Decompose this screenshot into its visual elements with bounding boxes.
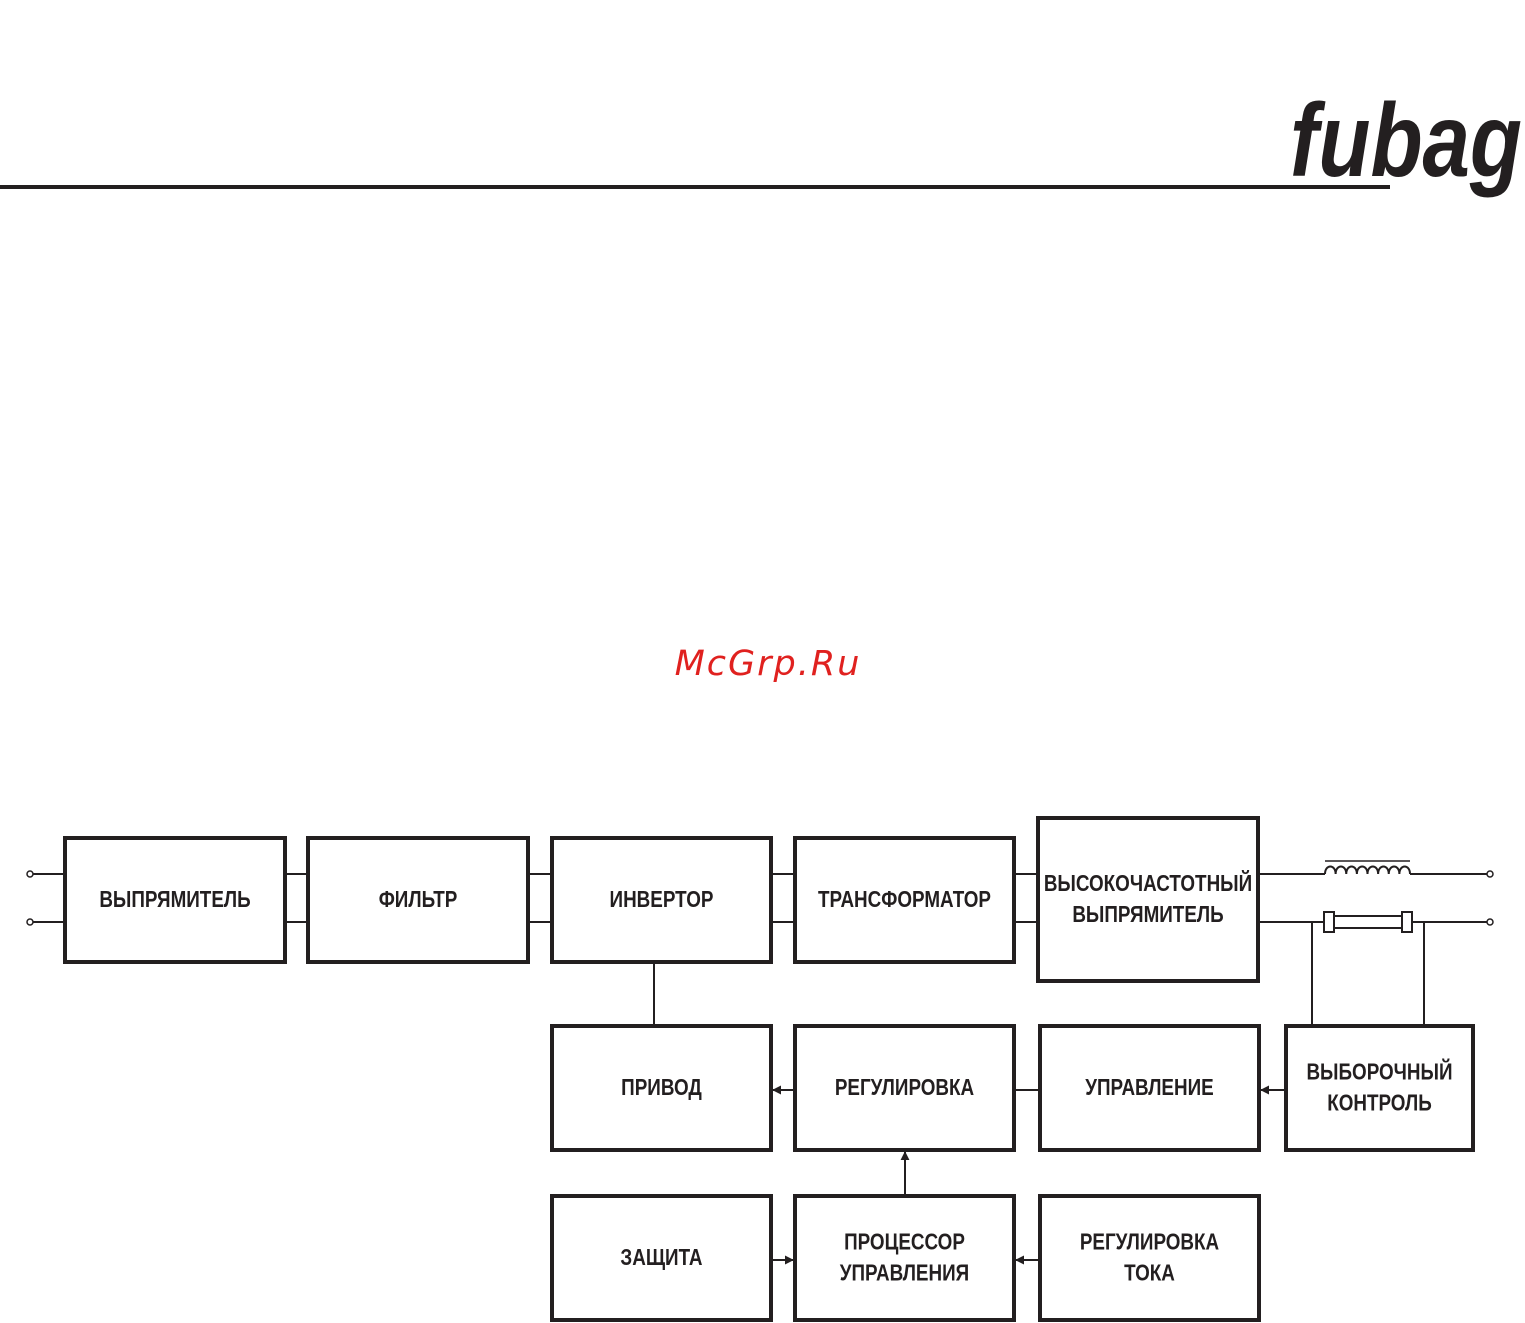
- block-inverter: ИНВЕРТОР: [552, 838, 771, 962]
- fubag-logo: fubag: [1290, 83, 1522, 199]
- block-hf-rectifier: ВЫСОКОЧАСТОТНЫЙ ВЫПРЯМИТЕЛЬ: [1038, 818, 1258, 981]
- blocks: ВЫПРЯМИТЕЛЬ ФИЛЬТР ИНВЕРТОР ТРАНСФОРМАТОР ВЫ…: [65, 818, 1473, 1320]
- block-filter: ФИЛЬТР: [308, 838, 528, 962]
- block-regulation: РЕГУЛИРОВКА: [795, 1026, 1014, 1150]
- block-label: ПРОЦЕССОР: [844, 1230, 965, 1255]
- block-label: УПРАВЛЕНИЯ: [840, 1261, 969, 1286]
- block-label: ЗАЩИТА: [620, 1245, 702, 1270]
- block-frame: [1040, 1196, 1259, 1320]
- block-drive: ПРИВОД: [552, 1026, 771, 1150]
- input-terminal: [27, 919, 33, 925]
- block-sampling: ВЫБОРОЧНЫЙ КОНТРОЛЬ: [1286, 1026, 1473, 1150]
- input-terminal: [27, 871, 33, 877]
- shunt-icon: [1324, 912, 1412, 932]
- block-transformer: ТРАНСФОРМАТОР: [795, 838, 1014, 962]
- block-label: ТРАНСФОРМАТОР: [818, 887, 991, 912]
- block-label: ИНВЕРТОР: [610, 887, 714, 912]
- output-terminal: [1487, 871, 1493, 877]
- block-label: РЕГУЛИРОВКА: [1080, 1230, 1219, 1255]
- inductor-icon: [1325, 867, 1410, 875]
- block-frame: [1286, 1026, 1473, 1150]
- block-label: ПРИВОД: [621, 1075, 702, 1100]
- block-label: ВЫБОРОЧНЫЙ: [1306, 1059, 1452, 1085]
- watermark: McGrp.Ru: [675, 644, 862, 684]
- block-label: ТОКА: [1124, 1261, 1175, 1286]
- block-label: ВЫСОКОЧАСТОТНЫЙ: [1044, 870, 1252, 896]
- block-label: ВЫПРЯМИТЕЛЬ: [99, 887, 250, 912]
- block-current-reg: РЕГУЛИРОВКА ТОКА: [1040, 1196, 1259, 1320]
- block-protection: ЗАЩИТА: [552, 1196, 771, 1320]
- block-control: УПРАВЛЕНИЕ: [1040, 1026, 1259, 1150]
- block-frame: [1038, 818, 1258, 981]
- block-label: ФИЛЬТР: [379, 887, 458, 912]
- block-processor: ПРОЦЕССОР УПРАВЛЕНИЯ: [795, 1196, 1014, 1320]
- block-rectifier: ВЫПРЯМИТЕЛЬ: [65, 838, 285, 962]
- block-label: ВЫПРЯМИТЕЛЬ: [1072, 902, 1223, 927]
- block-frame: [795, 1196, 1014, 1320]
- block-label: КОНТРОЛЬ: [1327, 1091, 1432, 1116]
- output-terminal: [1487, 919, 1493, 925]
- block-label: УПРАВЛЕНИЕ: [1085, 1075, 1213, 1100]
- block-label: РЕГУЛИРОВКА: [835, 1075, 974, 1100]
